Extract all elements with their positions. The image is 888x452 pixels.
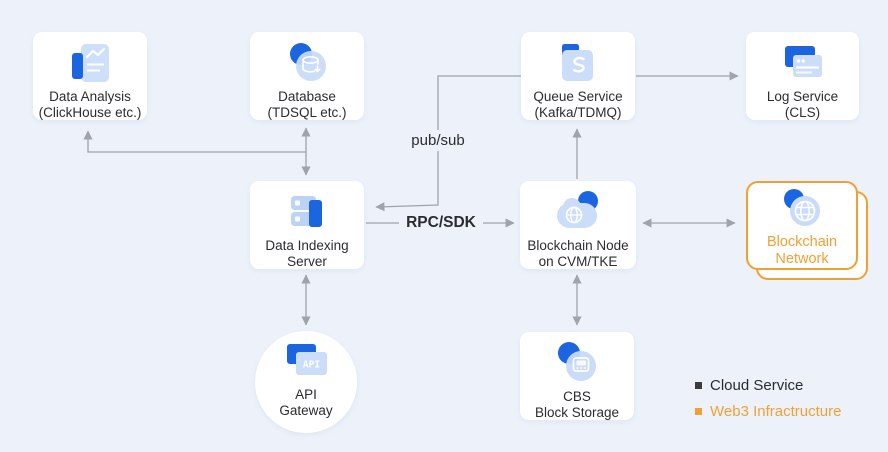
- legend-label-cloud: Cloud Service: [710, 377, 804, 394]
- node-sublabel: (Kafka/TDMQ): [534, 104, 622, 120]
- edge-label-pub-sub: pub/sub: [401, 130, 475, 151]
- node-label: Queue Service: [533, 89, 623, 104]
- node-blockchain-network: Blockchain Network: [746, 181, 858, 270]
- database-icon: [284, 38, 330, 89]
- node-data-analysis: Data Analysis (ClickHouse etc.): [33, 32, 147, 120]
- log-icon: [780, 38, 826, 89]
- legend-item-cloud-service: Cloud Service: [695, 377, 841, 394]
- node-sublabel: Block Storage: [534, 404, 620, 420]
- node-label: Data Analysis: [49, 89, 131, 104]
- legend-label-web3: Web3 Infractructure: [710, 403, 842, 420]
- node-api-gateway: API API Gateway: [255, 331, 357, 433]
- node-blockchain-node: Blockchain Node on CVM/TKE: [520, 181, 636, 269]
- legend-item-web3: Web3 Infractructure: [695, 403, 841, 420]
- edge-indexing-to-data-analysis: [83, 130, 306, 153]
- api-icon-text: API: [303, 360, 320, 371]
- node-label: API: [295, 387, 317, 402]
- node-sublabel: on CVM/TKE: [538, 253, 618, 269]
- chart-document-icon: [67, 38, 113, 89]
- node-log-service: Log Service (CLS): [746, 32, 859, 120]
- node-sublabel: Gateway: [279, 402, 333, 418]
- node-cbs-block-storage: CBS Block Storage: [520, 332, 634, 420]
- node-label: CBS: [563, 389, 591, 404]
- node-label: Blockchain Node: [527, 238, 629, 253]
- node-data-indexing-server: Data Indexing Server: [250, 181, 364, 269]
- server-icon: [284, 187, 330, 238]
- node-sublabel: (TDSQL etc.): [267, 104, 347, 120]
- node-label: Data Indexing: [265, 238, 349, 253]
- api-gateway-icon: API: [282, 339, 330, 387]
- node-sublabel: Server: [287, 253, 327, 269]
- edge-label-rpc-sdk: RPC/SDK: [399, 211, 483, 234]
- legend-bullet-cloud: [695, 382, 702, 389]
- node-database: Database (TDSQL etc.): [250, 32, 364, 120]
- node-queue-service: Queue Service (Kafka/TDMQ): [521, 32, 635, 120]
- queue-icon: [555, 38, 601, 89]
- legend: Cloud Service Web3 Infractructure: [695, 377, 841, 420]
- globe-icon: [779, 187, 825, 234]
- node-label: Log Service: [766, 89, 839, 104]
- node-label: Blockchain: [766, 234, 838, 250]
- node-sublabel: Network: [775, 251, 829, 267]
- cloud-globe-icon: [555, 187, 601, 238]
- block-storage-icon: [554, 338, 600, 389]
- node-sublabel: (CLS): [784, 104, 821, 120]
- node-label: Database: [278, 89, 336, 104]
- legend-bullet-web3: [695, 408, 702, 415]
- node-sublabel: (ClickHouse etc.): [38, 104, 142, 120]
